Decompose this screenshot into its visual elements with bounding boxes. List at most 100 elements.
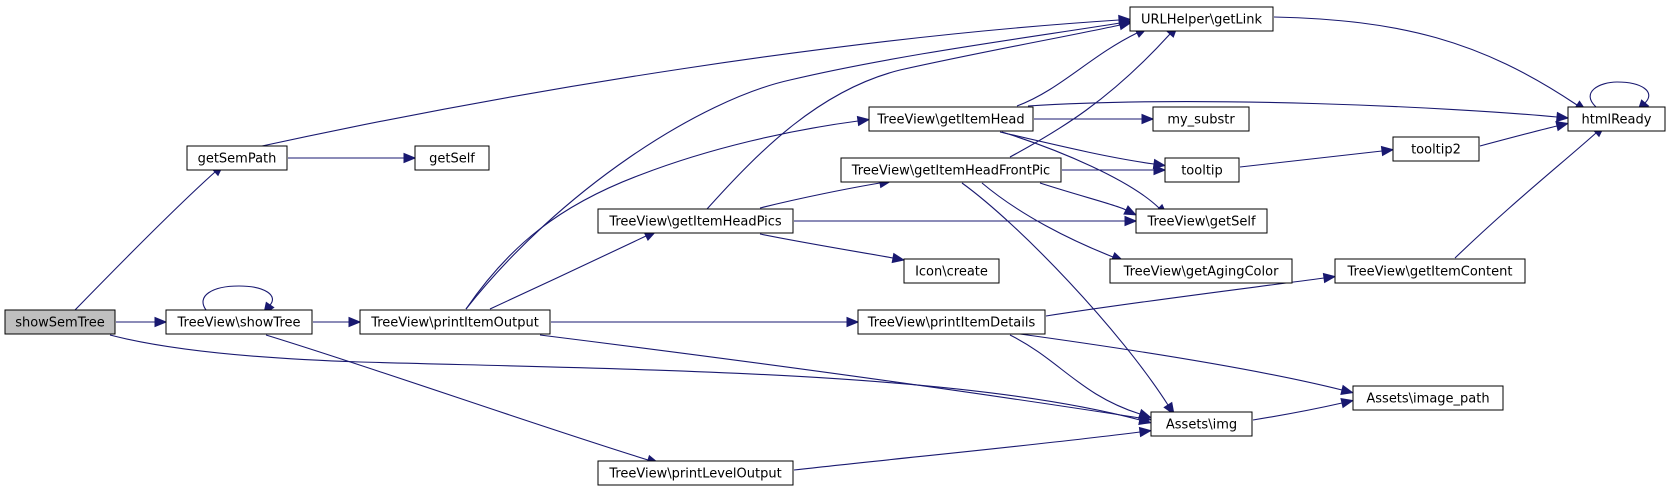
- node-getItemHeadFrontPic[interactable]: TreeView\getItemHeadFrontPic: [840, 157, 1062, 183]
- node-tvGetSelf[interactable]: TreeView\getSelf: [1135, 208, 1268, 234]
- edge-getItemHeadPics-to-getItemHeadFrontPic: [759, 177, 893, 209]
- edge-assetsImg-to-imagePath: [1252, 397, 1355, 421]
- edge-path: [1273, 16, 1578, 106]
- node-getItemContent[interactable]: TreeView\getItemContent: [1334, 258, 1526, 284]
- edge-getItemHeadFrontPic-to-assetsImg: [961, 182, 1175, 416]
- edge-arrowhead: [1555, 121, 1569, 132]
- edge-showSemTree-to-assetsImg: [109, 334, 1152, 425]
- node-getItemHead[interactable]: TreeView\getItemHead: [868, 106, 1034, 132]
- edge-printItemDetails-to-imagePath: [1019, 333, 1354, 395]
- edge-path: [1039, 182, 1127, 211]
- node-label: URLHelper\getLink: [1141, 13, 1263, 28]
- node-label: Assets\image_path: [1366, 392, 1489, 407]
- edge-getItemHeadPics-to-iconCreate: [759, 233, 906, 264]
- node-getSemPath[interactable]: getSemPath: [186, 145, 288, 171]
- node-urlGetLink[interactable]: URLHelper\getLink: [1129, 6, 1274, 32]
- edge-arrowhead: [846, 316, 860, 328]
- node-label: tooltip2: [1411, 143, 1461, 158]
- edge-arrowhead: [1153, 164, 1167, 176]
- edge-printItemDetails-to-assetsImg: [1009, 334, 1152, 419]
- node-tooltip[interactable]: tooltip: [1164, 157, 1240, 183]
- node-label: TreeView\showTree: [177, 316, 301, 331]
- node-label: TreeView\printLevelOutput: [608, 467, 781, 482]
- edge-path: [465, 120, 859, 310]
- node-getSelf[interactable]: getSelf: [414, 145, 490, 171]
- edge-arrowhead: [403, 152, 417, 164]
- edge-arrowhead: [1141, 113, 1155, 125]
- edge-path: [759, 233, 894, 259]
- edge-arrowhead: [1163, 401, 1175, 416]
- edge-path: [793, 431, 1141, 471]
- node-label: TreeView\getItemHeadPics: [608, 215, 782, 230]
- node-label: showSemTree: [15, 316, 105, 331]
- edge-arrowhead: [1322, 272, 1337, 284]
- edge-printItemOutput-to-getItemHeadPics: [489, 230, 658, 310]
- node-printItemOutput[interactable]: TreeView\printItemOutput: [359, 309, 551, 335]
- edge-path: [1009, 33, 1171, 158]
- node-getAgingColor[interactable]: TreeView\getAgingColor: [1109, 258, 1293, 284]
- edge-printItemOutput-to-printItemDetails: [551, 316, 860, 328]
- edge-showSemTree-to-showTree: [116, 316, 168, 328]
- edge-path: [1589, 81, 1650, 108]
- edge-path: [74, 171, 216, 311]
- edge-getItemHeadFrontPic-to-tooltip: [1062, 164, 1167, 176]
- node-htmlReady[interactable]: htmlReady: [1567, 106, 1666, 132]
- edge-path: [706, 24, 1121, 210]
- node-printLevelOutput[interactable]: TreeView\printLevelOutput: [597, 460, 794, 486]
- edge-path: [1454, 132, 1597, 259]
- edge-arrowhead: [348, 316, 362, 328]
- node-label: getSemPath: [198, 152, 277, 167]
- edge-showTree-to-printLevelOutput: [265, 334, 660, 465]
- edge-arrowhead: [1137, 408, 1152, 419]
- edge-getItemHead-to-htmlReady: [1027, 101, 1570, 123]
- edge-getItemHead-to-mySubstr: [1034, 113, 1155, 125]
- edge-path: [1009, 334, 1141, 415]
- node-label: my_substr: [1167, 113, 1235, 128]
- node-assetsImg[interactable]: Assets\img: [1150, 411, 1253, 437]
- edge-getItemHead-to-urlGetLink: [1016, 27, 1149, 107]
- node-imagePath[interactable]: Assets\image_path: [1352, 385, 1504, 411]
- edge-path: [202, 285, 273, 311]
- edge-arrowhead: [1118, 19, 1133, 31]
- edge-printLevelOutput-to-assetsImg: [793, 426, 1153, 471]
- edge-path: [1016, 32, 1138, 107]
- edge-printItemOutput-to-getItemHead: [465, 115, 871, 310]
- edge-arrowhead: [856, 115, 871, 127]
- edge-path: [1027, 101, 1558, 118]
- node-label: tooltip: [1181, 164, 1223, 179]
- edge-path: [261, 19, 1120, 147]
- edge-arrowhead: [1556, 111, 1570, 123]
- edge-arrowhead: [1138, 426, 1153, 438]
- node-mySubstr[interactable]: my_substr: [1152, 106, 1250, 132]
- edge-arrowhead: [891, 252, 906, 264]
- edge-getItemHeadFrontPic-to-getAgingColor: [981, 182, 1125, 262]
- edge-path: [1479, 125, 1558, 147]
- edge-getSemPath-to-getSelf: [288, 152, 417, 164]
- edge-path: [109, 334, 1141, 421]
- edge-getItemHeadFrontPic-to-tvGetSelf: [1039, 182, 1138, 216]
- node-iconCreate[interactable]: Icon\create: [903, 258, 1000, 284]
- node-tooltip2[interactable]: tooltip2: [1392, 136, 1480, 162]
- edge-path: [1001, 131, 1160, 209]
- node-label: TreeView\printItemDetails: [867, 316, 1036, 331]
- edge-path: [265, 334, 649, 461]
- edge-showTree-to-printItemOutput: [313, 316, 362, 328]
- node-printItemDetails[interactable]: TreeView\printItemDetails: [857, 309, 1046, 335]
- edge-tooltip2-to-htmlReady: [1479, 121, 1569, 147]
- edge-arrowhead: [154, 316, 168, 328]
- node-showTree[interactable]: TreeView\showTree: [165, 309, 313, 335]
- edge-path: [981, 182, 1114, 258]
- edge-printItemOutput-to-assetsImg: [539, 334, 1153, 424]
- node-showSemTree[interactable]: showSemTree: [4, 309, 116, 335]
- edge-path: [1045, 277, 1325, 317]
- edge-path: [1019, 333, 1343, 391]
- node-label: TreeView\getItemHead: [876, 113, 1024, 128]
- edge-getItemHead-to-tooltip: [999, 131, 1167, 170]
- node-label: TreeView\getSelf: [1146, 215, 1256, 230]
- edge-arrowhead: [1340, 397, 1355, 409]
- edge-path: [1252, 402, 1343, 421]
- edge-arrowhead: [1340, 384, 1354, 395]
- node-getItemHeadPics[interactable]: TreeView\getItemHeadPics: [597, 208, 794, 234]
- edge-getItemHeadPics-to-tvGetSelf: [794, 215, 1138, 227]
